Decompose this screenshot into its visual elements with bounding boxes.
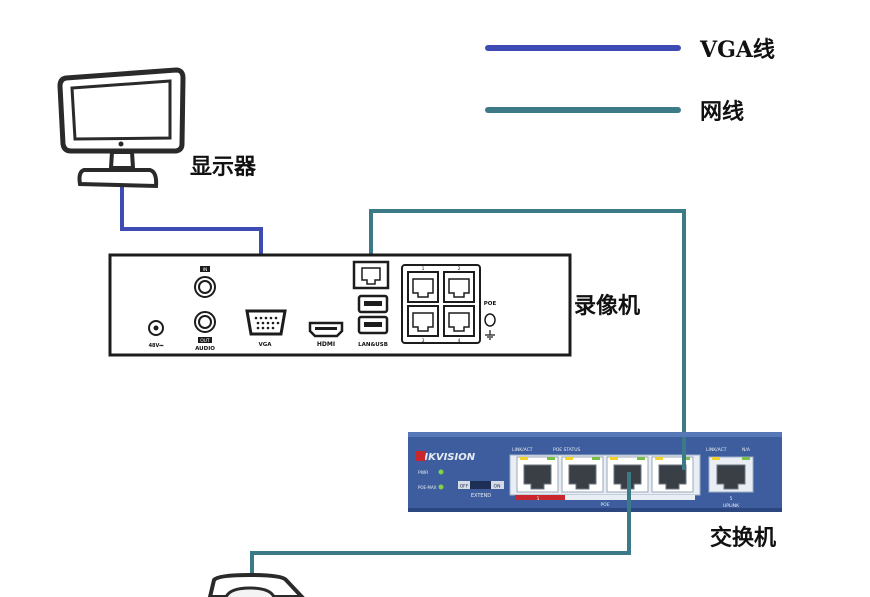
extend-toggle bbox=[458, 481, 504, 489]
poe-indicator bbox=[484, 313, 496, 327]
poe-max-label: POE-MAX bbox=[418, 485, 437, 490]
na-label: N/A bbox=[742, 447, 751, 453]
pwr-led bbox=[438, 469, 444, 475]
cables bbox=[120, 178, 686, 597]
poe-switch: HIKVISION PWR POE-MAX OFF ON EXTEND LINK… bbox=[408, 432, 782, 512]
switch-port-number-2: 2 bbox=[582, 496, 585, 502]
poe-port-number-2: 2 bbox=[458, 266, 461, 272]
poe-strip-bar bbox=[515, 495, 695, 500]
hdmi-label: HDMI bbox=[317, 341, 335, 348]
audio-in-label: IN bbox=[203, 267, 208, 273]
poe-max-led bbox=[438, 484, 444, 490]
network-cable-recorder-switch bbox=[369, 209, 686, 468]
off-label: OFF bbox=[460, 484, 469, 490]
poe-port-number-4: 4 bbox=[458, 338, 461, 344]
switch-label: 交换机 bbox=[710, 525, 776, 551]
monitor-label: 显示器 bbox=[190, 154, 257, 180]
recorder-label: 录像机 bbox=[574, 293, 640, 319]
vga-port-label: VGA bbox=[258, 342, 272, 348]
dc-label: 48V⎓ bbox=[149, 343, 164, 349]
recorder-rear-panel: 48V⎓ IN OUT AUDIO VGA HDMI LAN&USB bbox=[108, 253, 572, 357]
link-act-label: LINK/ACT bbox=[512, 447, 533, 453]
extend-label: EXTEND bbox=[471, 493, 491, 499]
poe-port-number-1: 1 bbox=[422, 266, 425, 272]
legend-vga-label: VGA线 bbox=[699, 37, 775, 63]
camera-icon bbox=[207, 572, 305, 597]
pwr-label: PWR bbox=[418, 470, 428, 476]
switch-poe-label: POE bbox=[600, 502, 609, 508]
poe-label: POE bbox=[484, 301, 497, 307]
uplink-number: 5 bbox=[730, 496, 733, 502]
ground-icon bbox=[485, 330, 495, 340]
audio-label: AUDIO bbox=[195, 346, 215, 352]
audio-out-label: OUT bbox=[200, 338, 210, 344]
switch-port-number-1: 1 bbox=[537, 496, 540, 502]
poe-status-label: POE STATUS bbox=[553, 447, 581, 453]
lan-usb-label: LAN&USB bbox=[358, 342, 388, 348]
legend: VGA线 网线 bbox=[485, 37, 775, 125]
vga-port bbox=[245, 309, 287, 336]
uplink-label: UPLINK bbox=[723, 503, 740, 509]
monitor-icon bbox=[57, 67, 186, 189]
poe-port-number-3: 3 bbox=[422, 338, 425, 344]
on-label: ON bbox=[494, 484, 501, 490]
switch-port-number-4: 4 bbox=[672, 496, 675, 502]
switch-brand: HIKVISION bbox=[416, 452, 476, 463]
legend-network-label: 网线 bbox=[700, 99, 744, 125]
link-act-uplink-label: LINK/ACT bbox=[706, 447, 727, 453]
